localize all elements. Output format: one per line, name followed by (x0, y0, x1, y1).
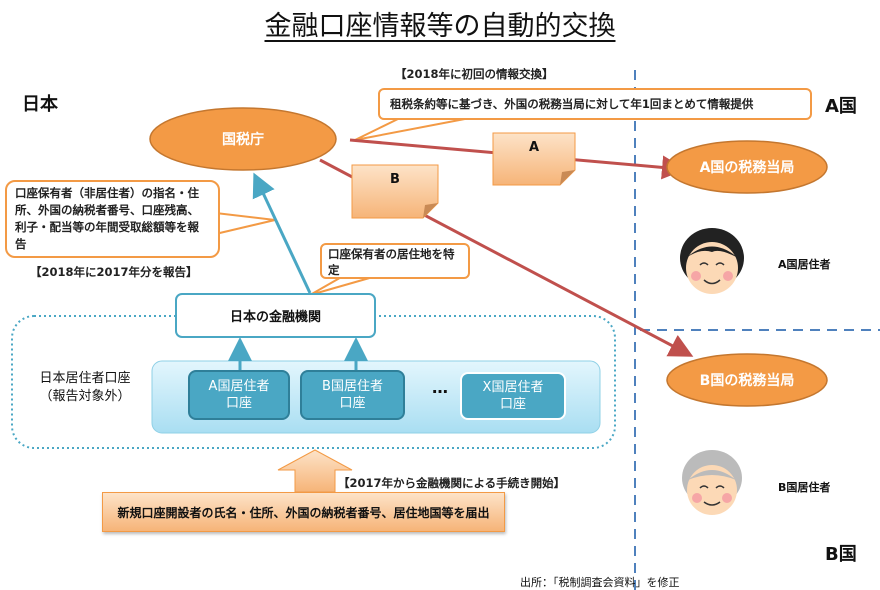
nta-ellipse (149, 107, 337, 171)
accounts-ellipsis: … (432, 378, 448, 397)
b-resident-label: B国居住者 (778, 481, 831, 494)
identify-callout: 口座保有者の居住地を特定 (320, 243, 470, 279)
exchange-callout: 租税条約等に基づき、外国の税務当局に対して年1回まとめて情報提供 (378, 88, 812, 120)
country-japan: 日本 (22, 94, 58, 115)
financial-institution-node: 日本の金融機関 (175, 293, 376, 338)
source-note: 出所：「税制調査会資料」を修正 (520, 576, 680, 589)
submission-box: 新規口座開設者の氏名・住所、外国の納税者番号、居住地国等を届出 (102, 492, 505, 532)
report-callout: 口座保有者（非居住者）の指名・住所、外国の納税者番号、口座残高、利子・配当等の年… (5, 180, 220, 258)
a-resident-face-icon (680, 228, 744, 294)
country-a: A国 (825, 96, 857, 117)
account-b-residents: B国居住者 口座 (300, 370, 405, 420)
procedure-heading: 【2017年から金融機関による手続き開始】 (338, 476, 566, 490)
report-heading: 【2018年に2017年分を報告】 (30, 265, 198, 279)
arrow-report-to-nta (252, 172, 312, 294)
note-a: A (528, 140, 540, 155)
a-authority-node: A国の税務当局 (699, 160, 795, 176)
country-b: B国 (825, 544, 857, 565)
nta-node: 国税庁 (222, 132, 264, 148)
a-resident-label: A国居住者 (778, 258, 831, 271)
note-b: B (390, 172, 400, 187)
account-x-residents: X国居住者 口座 (460, 372, 566, 420)
b-authority-node: B国の税務当局 (699, 373, 795, 389)
resident-accounts-label: 日本居住者口座 （報告対象外） (39, 371, 131, 404)
exchange-heading: 【2018年に初回の情報交換】 (395, 67, 554, 81)
account-a-residents: A国居住者 口座 (188, 370, 290, 420)
page-title: 金融口座情報等の自動的交換 (264, 11, 616, 42)
submission-arrow (277, 449, 353, 493)
b-resident-face-icon (682, 450, 742, 515)
